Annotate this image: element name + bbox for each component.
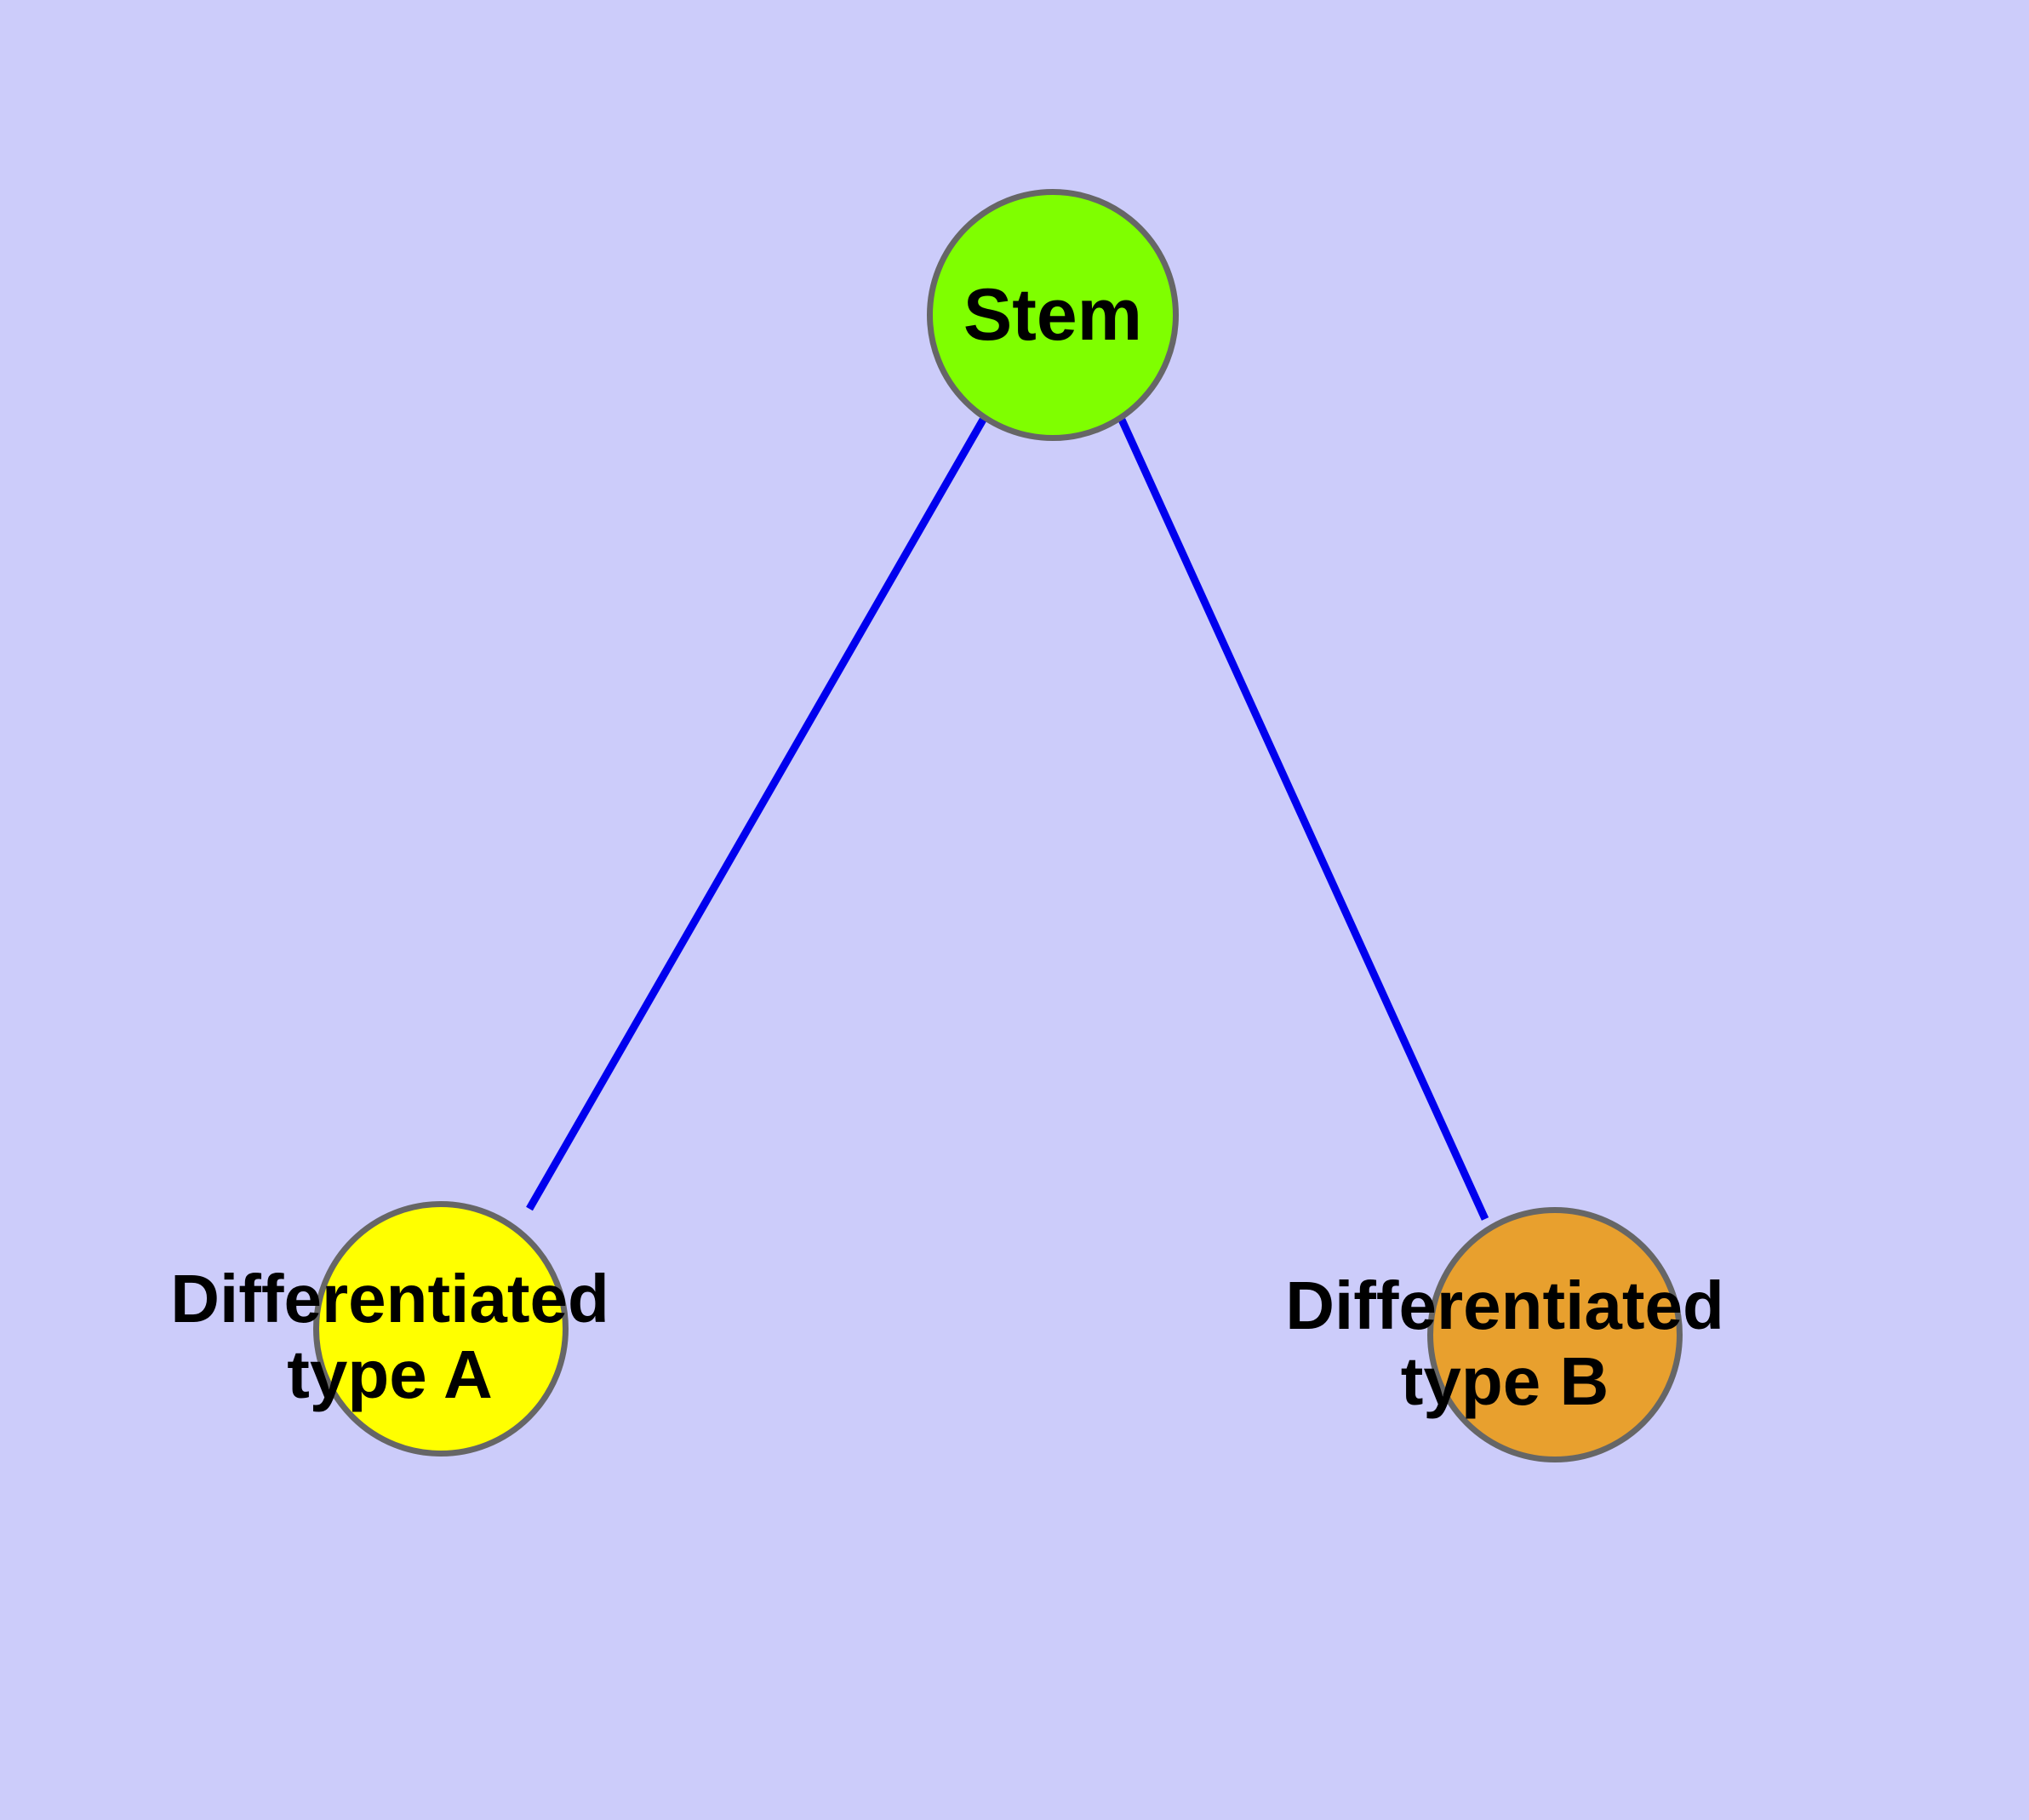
node-differentiated-type-a[interactable] xyxy=(313,1201,569,1457)
node-differentiated-type-b[interactable] xyxy=(1427,1207,1683,1462)
edge-stem-to-diff-b xyxy=(1117,418,1489,1221)
edge-stem-to-diff-a xyxy=(526,417,986,1211)
node-stem[interactable] xyxy=(927,189,1179,441)
